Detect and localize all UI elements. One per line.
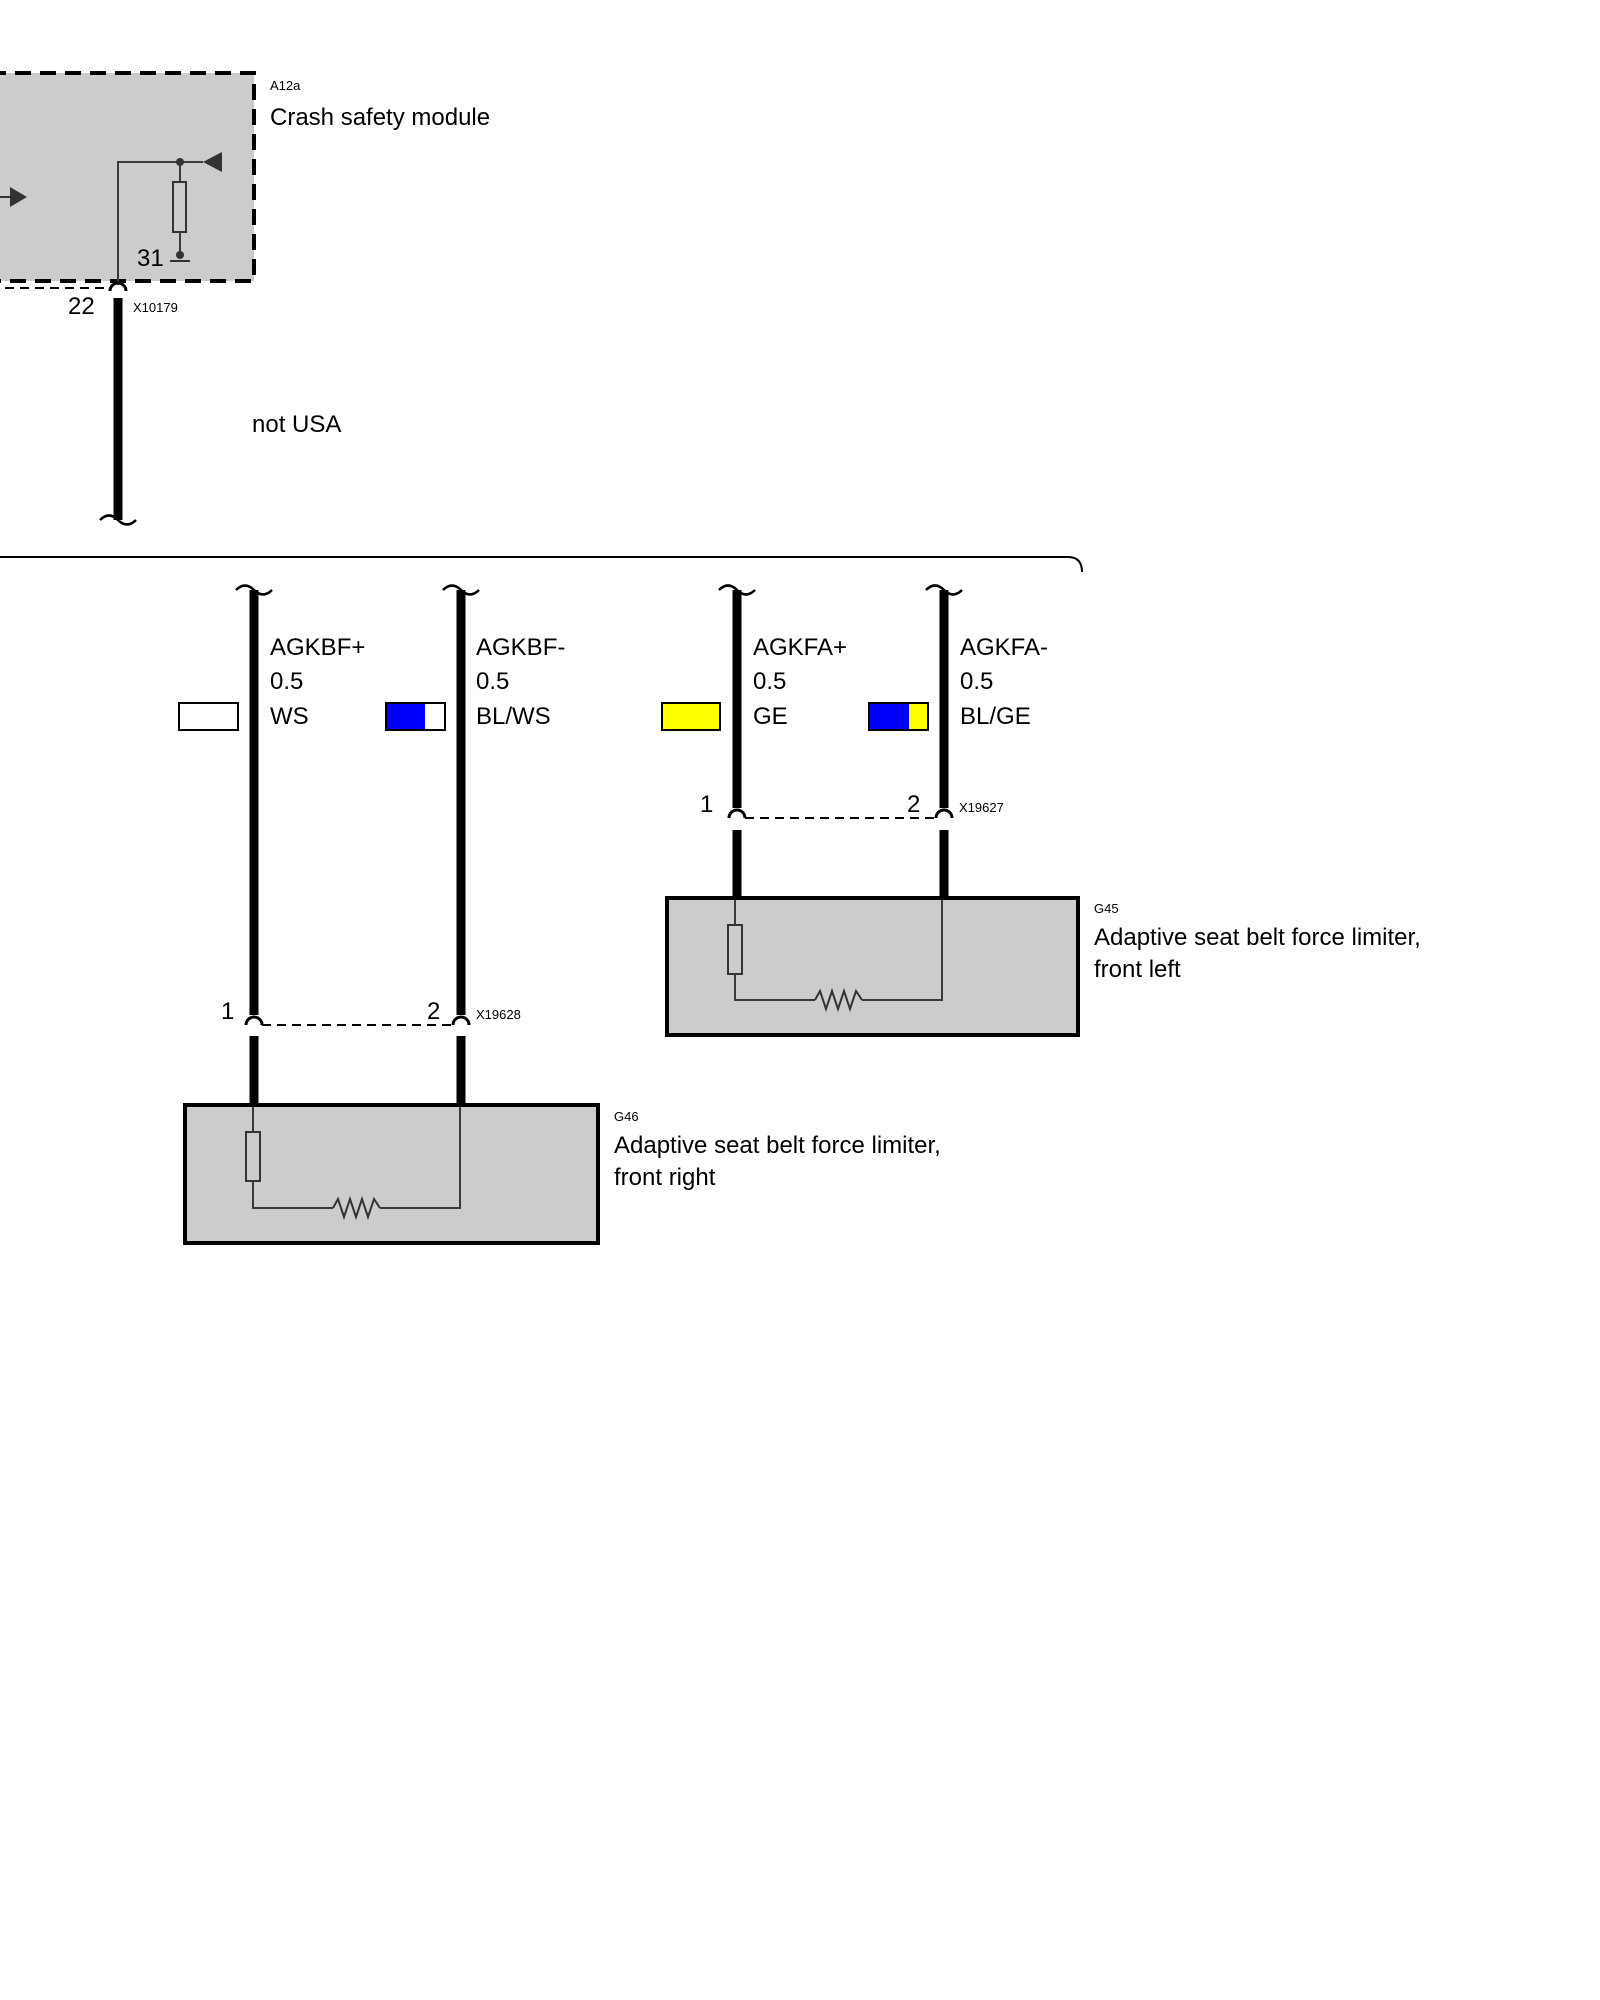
pin-socket-icon [727,808,747,819]
module-connector-label: X10179 [133,300,178,315]
wire-agkfa-plus: AGKFA+ 0.5 GE [661,584,847,808]
module-name: Crash safety module [270,104,490,131]
arrow-icon [203,152,222,172]
wire-agkfa-minus: AGKFA- 0.5 BL/GE [868,584,1048,808]
connector-x19628: 1 2 X19628 [221,998,521,1104]
component-id: G45 [1094,901,1119,916]
color-swatch-yellow [661,702,721,731]
connector-label: X19627 [959,800,1004,815]
wire-size: 0.5 [960,668,993,695]
component-name: Adaptive seat belt force limiter, [614,1132,941,1159]
crash-safety-module: 31 A12a Crash safety module [0,71,490,289]
component-g45: G45 Adaptive seat belt force limiter, fr… [665,896,1421,1037]
module-id: A12a [270,78,301,93]
heating-element-icon [814,987,863,1013]
pin-socket-icon [108,281,128,292]
connector-label: X19628 [476,1007,521,1022]
pin-label: 1 [700,791,713,818]
wire-size: 0.5 [270,668,303,695]
component-name-line2: front left [1094,956,1181,983]
variant-note: not USA [252,411,341,438]
connector-x19627: 1 2 X19627 [700,791,1004,896]
color-swatch-blue-white [385,702,446,731]
wire-color-code: BL/WS [476,703,551,730]
wire-signal: AGKBF- [476,634,565,661]
bracket-line [0,556,1083,573]
component-name: Adaptive seat belt force limiter, [1094,924,1421,951]
pin-socket-icon [451,1015,471,1026]
wire-agkbf-plus: AGKBF+ 0.5 WS [178,584,365,1015]
component-g46: G46 Adaptive seat belt force limiter, fr… [183,1103,941,1245]
arrow-icon [10,187,27,207]
module-pin-label: 22 [68,293,95,320]
wire-signal: AGKFA- [960,634,1048,661]
heating-element-icon [332,1195,381,1221]
wire-color-code: WS [270,703,309,730]
wire-size: 0.5 [476,668,509,695]
wire-color-code: GE [753,703,788,730]
wire-size: 0.5 [753,668,786,695]
wire-break-icon [99,514,137,526]
pin-socket-icon [934,808,954,819]
wire-signal: AGKBF+ [270,634,365,661]
pin-label: 1 [221,998,234,1025]
ground-label: 31 [137,245,164,272]
wire-agkbf-minus: AGKBF- 0.5 BL/WS [385,584,565,1015]
pin-socket-icon [244,1015,264,1026]
wire-color-code: BL/GE [960,703,1031,730]
module-wire: 22 X10179 not USA [68,281,341,526]
wire-signal: AGKFA+ [753,634,847,661]
color-swatch-blue-yellow [868,702,929,731]
color-swatch-white [178,702,239,731]
pin-label: 2 [907,791,920,818]
component-id: G46 [614,1109,639,1124]
pin-label: 2 [427,998,440,1025]
component-name-line2: front right [614,1164,716,1191]
